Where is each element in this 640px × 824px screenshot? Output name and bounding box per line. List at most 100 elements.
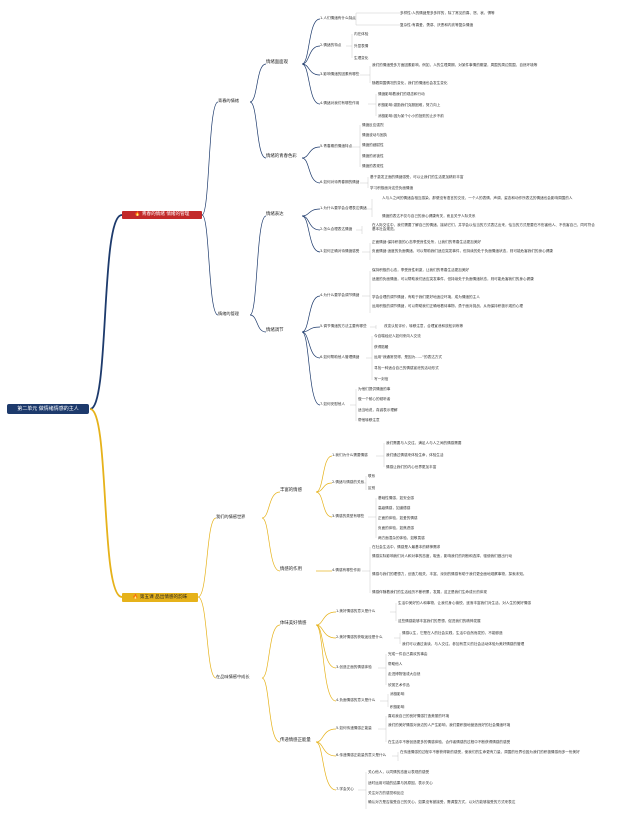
leaf[interactable]: 负面情绪:适度的负面情绪，可以帮助我们适应突发事件，但持续的处于负面情绪状态，则… (372, 249, 553, 253)
leaf[interactable]: 情感实际影响我们对人和对事的态度，取舍，影响我们的判断和选择，驱使我们做出行动 (372, 554, 513, 558)
node-feeling-function[interactable]: 情感的作用 (280, 567, 302, 572)
node-g7[interactable]: 7.学会关心 (336, 787, 354, 791)
node-f1[interactable]: 1.我们为什么需要情感 (332, 453, 368, 457)
leaf[interactable]: 内在体验 (354, 32, 369, 36)
node-positive-energy[interactable]: 传递情感正能量 (280, 738, 311, 743)
node-r7[interactable]: 7.如何安慰他人 (320, 402, 345, 406)
leaf[interactable]: 我们的美好情感对身边的人产生影响，我们要积极地营造良好的社会情绪环境 (388, 723, 511, 727)
node-rich-feelings[interactable]: 丰富的情感 (280, 488, 302, 493)
leaf[interactable]: 寻找一种适合自己的情感宣泄的活动形式 (374, 366, 439, 370)
leaf[interactable]: 在生活中不断创造更多的情感体验，合作者情感的过程中不断获得情感的感受 (388, 740, 511, 744)
node-f2[interactable]: 2.情绪与情感的关系 (332, 480, 365, 484)
node-q2[interactable]: 2.情绪的特点 (320, 43, 342, 47)
leaf[interactable]: 生理变化 (354, 56, 369, 60)
leaf[interactable]: 这些情感能够丰富我们的思想，促进我们的精神发展 (398, 619, 481, 623)
node-r5[interactable]: 5.调节情绪的方法主要有哪些 (320, 324, 367, 328)
node-g3[interactable]: 3.创造正面的情感体验 (336, 665, 372, 669)
leaf[interactable]: 高级情感，如道德感 (378, 506, 411, 510)
node-e1[interactable]: 1.为什么要学会合理表达情绪 (320, 206, 367, 210)
leaf[interactable]: 我们需要与人交往，满足人与人之间的情感需要 (386, 441, 462, 445)
node-emotion-expression[interactable]: 情绪表达 (266, 212, 284, 217)
node-emotion-overview[interactable]: 情绪面面观 (266, 60, 288, 65)
main-topic-emotions[interactable]: 🔥 青春的情绪 情绪的管理 (122, 211, 202, 219)
leaf[interactable]: 情绪的细腻性 (362, 143, 384, 147)
leaf[interactable]: 正面情绪:保持积极的心态享受良性处所，让我们的青春生活更加美好 (372, 240, 482, 244)
node-g2[interactable]: 2.美好情感的获取途径是什么 (336, 635, 383, 639)
root-topic[interactable]: 第二单元 做情绪情感的主人 (7, 404, 89, 414)
leaf[interactable]: 改变认知评价，转移注意，合理宣泄和放松训练等 (384, 324, 464, 328)
leaf[interactable]: 运用积极的调节情绪，可以帮助我们正确地看待事物，勇于面对挑战，从而保持积极乐观的… (372, 304, 523, 308)
node-beautiful-feelings[interactable]: 体味美好情感 (280, 621, 307, 626)
leaf[interactable]: 今自喘经纪人如何来向人交流 (374, 334, 421, 338)
leaf[interactable]: 完成一件自己喜欢的事由 (388, 652, 428, 656)
leaf[interactable]: 适时运用可能的结果与其原因，表示关心 (368, 781, 433, 785)
leaf[interactable]: 复杂性:有喜爱、羡慕、厌恶和内疚等复杂情绪 (400, 23, 474, 27)
node-q3[interactable]: 3.影响情绪的因素有哪些 (320, 72, 360, 76)
leaf[interactable]: 学习积极面对这些负面情绪 (370, 186, 414, 190)
leaf[interactable]: 情绪的闭锁性 (362, 154, 384, 158)
leaf[interactable]: 情感以生，它是在人的社会实践，生活中自然而发的，不能够造 (402, 631, 503, 635)
leaf[interactable]: 两方面混杂的体验，如敬畏感 (378, 536, 425, 540)
leaf[interactable]: 外显表情 (354, 44, 369, 48)
node-r6[interactable]: 6.如何帮助他人管理情绪 (320, 355, 360, 359)
leaf[interactable]: 获得陪暖 (374, 345, 389, 349)
leaf[interactable]: 帮他转移注意 (358, 418, 380, 422)
leaf[interactable]: 写一封信 (374, 377, 389, 381)
leaf[interactable]: 保持积极的心态，享受良性刺激，让我们的青春生活更加美好 (372, 268, 470, 272)
leaf[interactable]: 我们通过情感来体验生命，体验生活 (386, 453, 444, 457)
leaf[interactable]: 情感伴随着我们的生活经历不断积累，发展，这正是我们生命成长的体现 (372, 590, 487, 594)
leaf[interactable]: 欣赏艺术作品 (388, 683, 410, 687)
leaf[interactable]: 积极影响:激励我们克服困难，努力向上 (378, 103, 441, 107)
leaf[interactable]: 人与人之间的情绪会相互感染，那便没有语言的交流，一个人的表情，声调、姿态和动作所… (382, 196, 573, 200)
leaf[interactable]: 为他们提供情绪的事 (358, 387, 391, 391)
leaf[interactable]: 学会合理的调节情绪，有助于我们更好地适应环境，成为情绪的主人 (372, 295, 480, 299)
leaf[interactable]: 情感与我们的理想力，创造力相关，丰富、深刻的情感有助于我们更全面地观察事物，探索… (372, 572, 527, 576)
leaf[interactable]: 在社会生活中，情感是人最基本的精神需求 (372, 545, 441, 549)
leaf[interactable]: 随着周围情况的变化，我们的情绪也会发生变化 (372, 81, 448, 85)
leaf[interactable]: 生活中美好的人和事物，让我们身心愉悦，逐渐丰富我们对生活，对人生的美好情感 (398, 601, 531, 605)
node-q1[interactable]: 1.人们情绪有什么特点 (320, 16, 356, 20)
leaf[interactable]: 消极影响:因为某个小小的挫败的止步不前 (378, 114, 444, 118)
leaf[interactable]: 在人际交往中，我们需要了解自己的情绪，接纳它们，并学会以恰当的方式表达出来，恰当… (372, 223, 595, 232)
leaf[interactable]: 积极影响 (390, 705, 405, 709)
leaf[interactable]: 基于激发正面的情绪感受，可以让我们的生活更加精彩丰富 (370, 175, 464, 179)
node-youth-emotion[interactable]: 青春的情绪 (218, 98, 239, 103)
leaf[interactable]: 关注对方的感觉和反应 (368, 791, 404, 795)
leaf[interactable]: 情绪的表现性 (362, 164, 384, 168)
leaf[interactable]: 基础性情感，如安全感 (378, 496, 414, 500)
leaf[interactable]: 喜欢我自己的良好情感打造美丽的环境 (388, 714, 450, 718)
node-g6[interactable]: 6.传递情感正能量的意义是什么 (336, 753, 387, 757)
node-q4[interactable]: 4.情绪对我们有哪些作用 (320, 101, 360, 105)
node-g5[interactable]: 5.如何传递情感正能量 (336, 726, 372, 730)
node-r4[interactable]: 4.为什么要学会调节情绪 (320, 293, 360, 297)
node-youth-colors[interactable]: 情绪的青春色彩 (266, 154, 297, 159)
leaf[interactable]: 情绪的表达不仅与自己的身心健康有关，而且关乎人际关系 (382, 214, 476, 218)
leaf[interactable]: 走进博物馆或大自然 (388, 672, 421, 676)
leaf[interactable]: 关心他人，以同情的态度以表现的感受 (368, 770, 430, 774)
leaf[interactable]: 运用"我通常觉得，是因为……"的表达方式 (374, 355, 442, 359)
leaf[interactable]: 情绪波动与固执 (362, 133, 388, 137)
node-e2[interactable]: 2.怎么合理表达情绪 (320, 227, 353, 231)
node-f3[interactable]: 3.情感的类型有哪些 (332, 514, 365, 518)
leaf[interactable]: 负面的体验，如焦虑感 (378, 526, 414, 530)
leaf[interactable]: 我们可以通过读读，与人交往，参加有意义的社会活动体验为美好情感的管理 (402, 642, 525, 646)
leaf[interactable]: 区别 (368, 486, 376, 490)
leaf[interactable]: 适当地说，真诚表示理解 (358, 408, 398, 412)
node-q5[interactable]: 5.青春期的情绪特点 (320, 144, 353, 148)
node-emotion-regulation[interactable]: 情绪调节 (266, 328, 284, 333)
leaf[interactable]: 多样性:人的情绪是多多样的，除了常见的喜、怒、哀、惧等 (400, 11, 495, 15)
leaf[interactable]: 帮助他人 (388, 662, 403, 666)
leaf[interactable]: 做一个耐心的倾听者 (358, 397, 391, 401)
node-f4[interactable]: 4.情感有哪些作用 (332, 568, 361, 572)
leaf[interactable]: 适度的负面情绪，可以帮助我们适应突发事件，但持续处于负面情绪状态，则可能危害我们… (372, 277, 534, 281)
leaf[interactable]: 我们的情绪受多方面因素影响，例如，人的生理周期，对某件事情的期望，周围的周边氛围… (372, 63, 538, 67)
node-e3[interactable]: 3.如何正确对待情绪感受 (320, 249, 360, 253)
leaf[interactable]: 确认对方是否接受自己的关心，如果没有被接受，需调整方式，以对方能够接受的方式来表… (368, 800, 516, 804)
leaf[interactable]: 情感让我们的内心世界更加丰富 (386, 465, 437, 469)
node-g1[interactable]: 1.美好情感的意义是什么 (336, 609, 376, 613)
main-topic-feelings[interactable]: 🔥 第五课 品出情感的韵味 (122, 593, 198, 602)
node-grow-in-feelings[interactable]: 在品味情感中成长 (216, 674, 250, 679)
leaf[interactable]: 情绪反应强烈 (362, 123, 384, 127)
leaf[interactable]: 联系 (368, 474, 376, 478)
leaf[interactable]: 在传递情感的过程中不断获得新的感受，使我们的生命更有力量，周围的世界也因为我们的… (400, 750, 580, 754)
